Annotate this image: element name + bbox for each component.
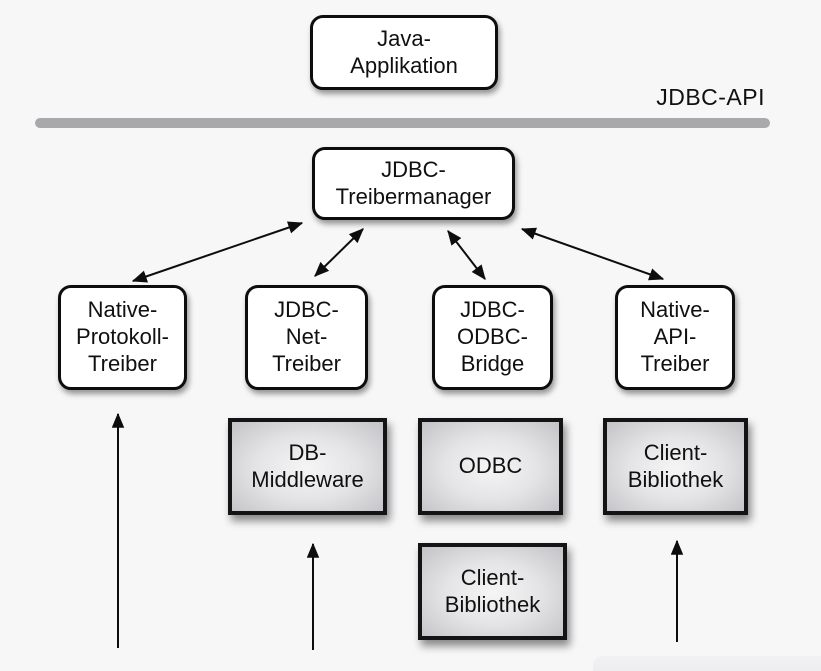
jdbc-net-driver-label: JDBC- Net- Treiber bbox=[272, 297, 341, 376]
jdbc-driver-manager-label: JDBC- Treibermanager bbox=[335, 156, 492, 209]
jdbc-odbc-bridge-node: JDBC- ODBC- Bridge bbox=[432, 285, 553, 390]
native-protocol-driver-node: Native- Protokoll- Treiber bbox=[58, 285, 187, 390]
native-api-driver-label: Native- API- Treiber bbox=[640, 297, 710, 376]
arrow-manager-jdbc-odbc bbox=[447, 230, 486, 280]
arrow-manager-jdbc-net bbox=[314, 228, 364, 277]
db-middleware-label: DB- Middleware bbox=[251, 439, 364, 492]
jdbc-driver-manager-node: JDBC- Treibermanager bbox=[312, 147, 515, 220]
native-protocol-driver-label: Native- Protokoll- Treiber bbox=[76, 297, 169, 376]
db-middleware-node: DB- Middleware bbox=[228, 418, 387, 515]
partial-box-bottom-right bbox=[593, 656, 821, 671]
jdbc-odbc-bridge-label: JDBC- ODBC- Bridge bbox=[457, 297, 528, 376]
jdbc-api-label: JDBC-API bbox=[656, 84, 765, 110]
arrow-manager-native-protocol bbox=[131, 221, 304, 283]
client-library-middle-label: Client- Bibliothek bbox=[444, 564, 541, 617]
odbc-label: ODBC bbox=[458, 453, 523, 479]
jdbc-api-divider bbox=[35, 118, 770, 128]
native-api-driver-node: Native- API- Treiber bbox=[615, 285, 735, 390]
client-library-right-label: Client- Bibliothek bbox=[627, 439, 724, 492]
java-application-label: Java- Applikation bbox=[350, 25, 458, 78]
client-library-right-node: Client- Bibliothek bbox=[603, 418, 748, 515]
arrow-manager-native-api bbox=[520, 227, 665, 281]
java-application-node: Java- Applikation bbox=[310, 15, 498, 90]
odbc-node: ODBC bbox=[418, 418, 563, 515]
client-library-middle-node: Client- Bibliothek bbox=[418, 543, 567, 640]
jdbc-net-driver-node: JDBC- Net- Treiber bbox=[245, 285, 368, 390]
